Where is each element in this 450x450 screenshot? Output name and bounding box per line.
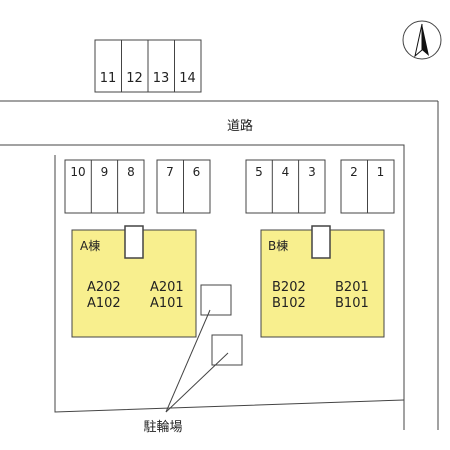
building-a: A棟 A202 A201 A102 A101 xyxy=(71,225,197,338)
parking-slot-label: 4 xyxy=(282,165,290,179)
building-b-label: B棟 xyxy=(268,238,288,253)
unit-label: B101 xyxy=(335,296,369,311)
road-label: 道路 xyxy=(227,118,253,134)
building-a-entrance xyxy=(124,225,144,259)
unit-label: A102 xyxy=(87,296,121,311)
parking-slot-label: 3 xyxy=(308,165,316,179)
building-a-label: A棟 xyxy=(80,238,100,253)
property-boundary xyxy=(54,155,405,413)
north-arrow-icon xyxy=(402,20,442,60)
parking-group-4: 2 1 xyxy=(340,159,395,214)
building-b-entrance xyxy=(311,225,331,259)
bicycle-parking-label: 駐輪場 xyxy=(143,419,182,435)
parking-slot-label: 13 xyxy=(153,71,170,86)
parking-group-2: 7 6 xyxy=(156,159,211,214)
parking-group-3: 5 4 3 xyxy=(245,159,326,214)
parking-slot-label: 14 xyxy=(179,71,196,86)
parking-slot-label: 7 xyxy=(166,165,174,179)
parking-slot-label: 6 xyxy=(193,165,201,179)
parking-slot-label: 1 xyxy=(377,165,385,179)
parking-slot-label: 11 xyxy=(100,71,117,86)
bicycle-parking-box-2 xyxy=(211,334,243,366)
unit-label: B201 xyxy=(335,280,369,295)
unit-label: A201 xyxy=(150,280,184,295)
parking-slot-label: 8 xyxy=(127,165,135,179)
parking-slot-label: 2 xyxy=(350,165,358,179)
bicycle-parking-leader-lines xyxy=(165,309,229,413)
parking-group-1: 10 9 8 xyxy=(64,159,145,214)
unit-label: A202 xyxy=(87,280,121,295)
parking-slot-label: 9 xyxy=(101,165,109,179)
bicycle-parking-box-1 xyxy=(200,284,232,316)
unit-label: B202 xyxy=(272,280,306,295)
unit-label: A101 xyxy=(150,296,184,311)
parking-slot-label: 5 xyxy=(255,165,263,179)
top-parking-row: 11 12 13 14 xyxy=(94,39,202,93)
parking-slot-label: 10 xyxy=(70,165,85,179)
unit-label: B102 xyxy=(272,296,306,311)
road: 道路 xyxy=(0,100,439,430)
building-b: B棟 B202 B201 B102 B101 xyxy=(260,225,385,338)
parking-slot-label: 12 xyxy=(126,71,143,86)
